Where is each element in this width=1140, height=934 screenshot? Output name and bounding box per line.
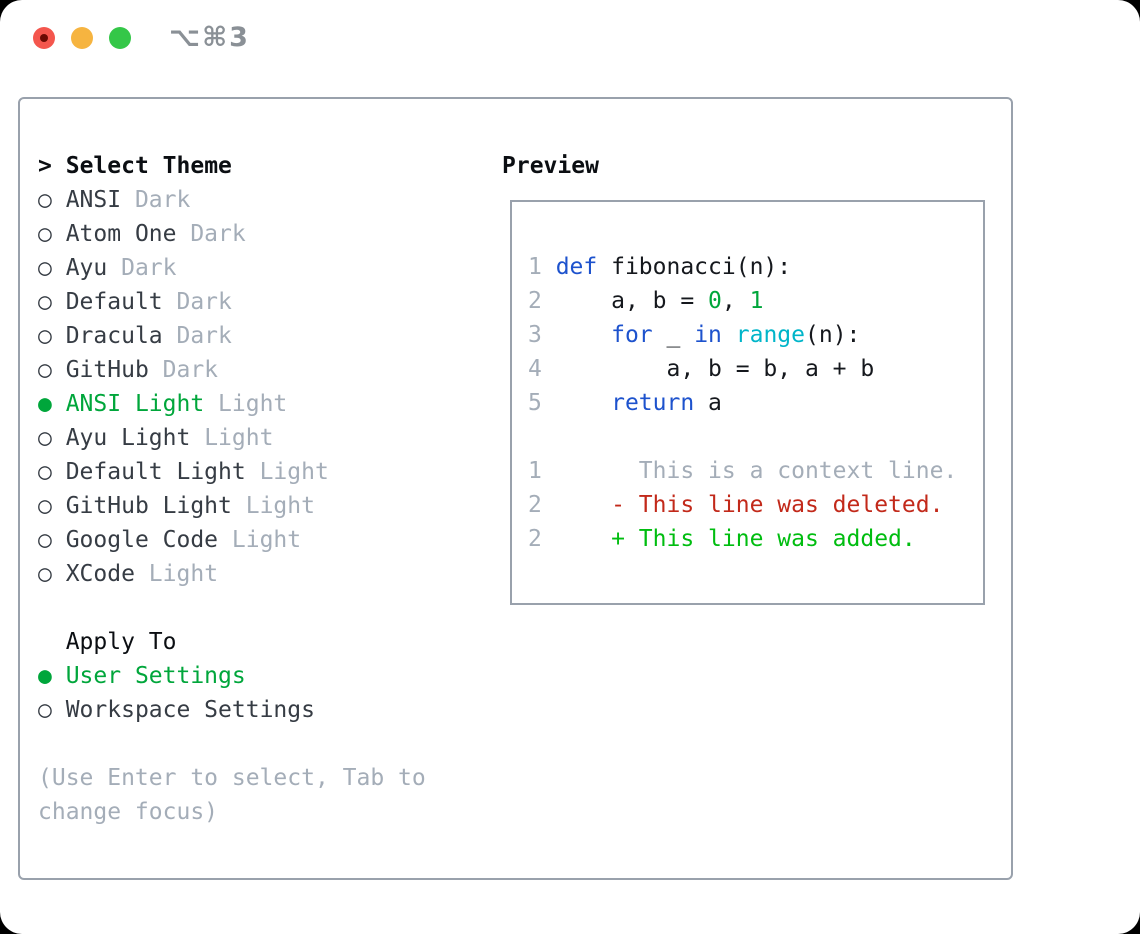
radio-unselected-icon: ○	[38, 459, 52, 485]
radio-unselected-icon: ○	[38, 289, 52, 315]
line-number: 4	[528, 356, 556, 382]
apply-to-header: Apply To	[38, 625, 458, 659]
theme-option-label: ANSI	[51, 187, 122, 213]
close-dot-icon	[40, 34, 48, 42]
help-text: (Use Enter to select, Tab to change focu…	[38, 765, 426, 825]
theme-option-label: Ayu Light	[51, 425, 191, 451]
theme-option-label: XCode	[51, 561, 135, 587]
radio-selected-icon: ●	[38, 663, 52, 689]
theme-option-label: GitHub	[51, 357, 149, 383]
theme-variant-label: Light	[245, 459, 329, 485]
theme-variant-label: Dark	[148, 357, 219, 383]
line-number: 1	[528, 254, 556, 280]
theme-option-label: Google Code	[51, 527, 219, 553]
theme-variant-label: Light	[134, 561, 219, 587]
theme-option-atom-one[interactable]: ○ Atom One Dark	[38, 217, 458, 251]
theme-option-ayu-light[interactable]: ○ Ayu Light Light	[38, 421, 458, 455]
theme-option-default-light[interactable]: ○ Default Light Light	[38, 455, 458, 489]
spacer	[38, 591, 458, 625]
theme-list: ○ ANSI Dark○ Atom One Dark○ Ayu Dark○ De…	[38, 183, 458, 591]
theme-picker-panel: > Select Theme ○ ANSI Dark○ Atom One Dar…	[18, 97, 1013, 880]
code-line: 2 + This line was added.	[528, 526, 916, 552]
radio-unselected-icon: ○	[38, 561, 52, 587]
theme-variant-label: Light	[204, 391, 288, 417]
theme-option-ansi[interactable]: ○ ANSI Dark	[38, 183, 458, 217]
line-number: 2	[528, 288, 556, 314]
spacer	[38, 727, 458, 761]
radio-unselected-icon: ○	[38, 493, 52, 519]
theme-option-label: Ayu	[51, 255, 108, 281]
apply-option-label: Workspace Settings	[51, 697, 315, 723]
theme-variant-label: Light	[190, 425, 274, 451]
select-theme-header: > Select Theme	[38, 149, 458, 183]
apply-to-list: ● User Settings○ Workspace Settings	[38, 659, 458, 727]
theme-variant-label: Dark	[176, 221, 246, 247]
theme-option-github-light[interactable]: ○ GitHub Light Light	[38, 489, 458, 523]
apply-option-label: User Settings	[51, 663, 246, 689]
apply-option-workspace-settings[interactable]: ○ Workspace Settings	[38, 693, 458, 727]
theme-option-label: Dracula	[51, 323, 163, 349]
radio-unselected-icon: ○	[38, 221, 52, 247]
theme-option-label: Default Light	[51, 459, 246, 485]
theme-option-default[interactable]: ○ Default Dark	[38, 285, 458, 319]
select-theme-title: Select Theme	[65, 153, 232, 179]
code-line: 3 for _ in range(n):	[528, 322, 861, 348]
line-number: 3	[528, 322, 556, 348]
theme-option-label: ANSI Light	[51, 391, 205, 417]
line-number: 1	[528, 458, 556, 484]
preview-code-box: 1 def fibonacci(n): 2 a, b = 0, 1 3 for _ …	[510, 200, 985, 605]
theme-picker-left-column: > Select Theme ○ ANSI Dark○ Atom One Dar…	[38, 149, 458, 829]
radio-unselected-icon: ○	[38, 357, 52, 383]
theme-option-label: Atom One	[51, 221, 177, 247]
theme-option-label: Default	[51, 289, 163, 315]
theme-variant-label: Dark	[121, 187, 191, 213]
line-number: 2	[528, 526, 556, 552]
radio-unselected-icon: ○	[38, 187, 52, 213]
spacer	[528, 420, 983, 454]
line-number: 5	[528, 390, 556, 416]
theme-option-ansi-light[interactable]: ● ANSI Light Light	[38, 387, 458, 421]
code-sample: 1 def fibonacci(n): 2 a, b = 0, 1 3 for _ …	[528, 250, 983, 420]
theme-variant-label: Light	[218, 527, 302, 553]
line-number: 2	[528, 492, 556, 518]
diff-sample: 1 This is a context line. 2 - This line w…	[528, 454, 983, 556]
theme-variant-label: Light	[231, 493, 315, 519]
radio-unselected-icon: ○	[38, 697, 52, 723]
code-line: 5 return a	[528, 390, 722, 416]
prompt-icon: >	[38, 153, 52, 179]
radio-unselected-icon: ○	[38, 425, 52, 451]
apply-to-title: Apply To	[65, 629, 177, 655]
theme-option-github[interactable]: ○ GitHub Dark	[38, 353, 458, 387]
theme-option-label: GitHub Light	[51, 493, 232, 519]
minimize-button[interactable]	[71, 27, 93, 49]
preview-title: Preview	[502, 153, 599, 179]
radio-selected-icon: ●	[38, 391, 52, 417]
code-line: 1 This is a context line.	[528, 458, 958, 484]
radio-unselected-icon: ○	[38, 527, 52, 553]
apply-option-user-settings[interactable]: ● User Settings	[38, 659, 458, 693]
theme-option-xcode[interactable]: ○ XCode Light	[38, 557, 458, 591]
theme-variant-label: Dark	[107, 255, 177, 281]
radio-unselected-icon: ○	[38, 323, 52, 349]
theme-option-ayu[interactable]: ○ Ayu Dark	[38, 251, 458, 285]
code-line: 2 - This line was deleted.	[528, 492, 944, 518]
code-line: 1 def fibonacci(n):	[528, 254, 792, 280]
close-button[interactable]	[33, 27, 55, 49]
titlebar: ⌥⌘3	[33, 22, 250, 53]
code-line: 2 a, b = 0, 1	[528, 288, 764, 314]
theme-variant-label: Dark	[162, 289, 232, 315]
theme-option-google-code[interactable]: ○ Google Code Light	[38, 523, 458, 557]
code-line: 4 a, b = b, a + b	[528, 356, 875, 382]
maximize-button[interactable]	[109, 27, 131, 49]
theme-option-dracula[interactable]: ○ Dracula Dark	[38, 319, 458, 353]
theme-variant-label: Dark	[162, 323, 232, 349]
radio-unselected-icon: ○	[38, 255, 52, 281]
window-shortcut-label: ⌥⌘3	[169, 22, 250, 53]
